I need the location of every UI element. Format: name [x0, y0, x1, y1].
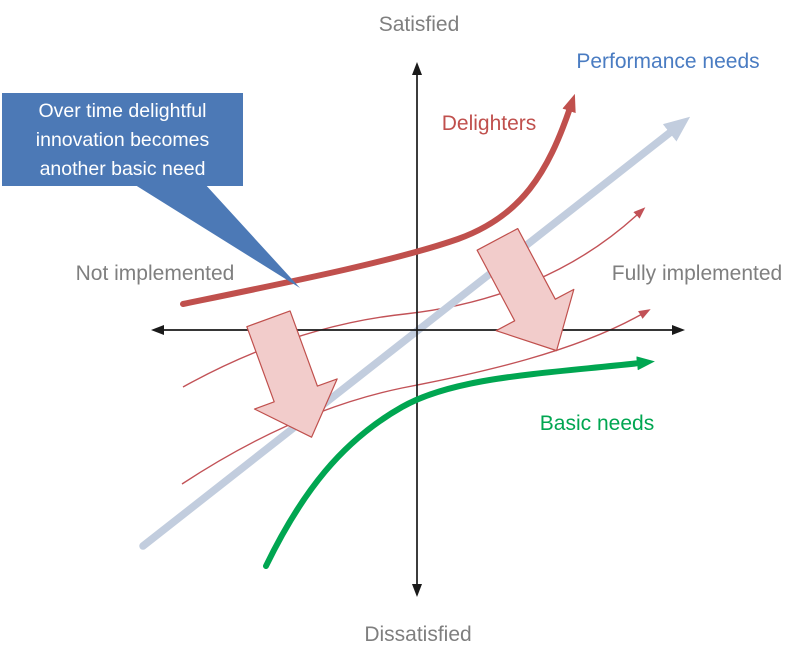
callout-pointer — [132, 183, 300, 288]
axis-label-satisfied: Satisfied — [378, 13, 460, 36]
drift-curve-upper — [182, 207, 646, 388]
drift-down-arrow-right-icon — [476, 227, 575, 352]
axis-label-fully-implemented: Fully implemented — [611, 262, 783, 285]
callout-text: Over time delightful innovation becomes … — [2, 97, 243, 184]
curve-label-delighters: Delighters — [441, 112, 537, 135]
curve-label-basic-needs: Basic needs — [539, 412, 655, 435]
callout-bubble — [2, 93, 243, 186]
basic-needs-curve — [263, 356, 655, 569]
curve-label-performance-needs: Performance needs — [576, 50, 760, 73]
drift-down-arrow-left-icon — [246, 310, 338, 438]
performance-needs-arrow — [139, 116, 691, 550]
axis-label-not-implemented: Not implemented — [75, 262, 235, 285]
callout-line-3: another basic need — [39, 158, 206, 180]
callout-line-1: Over time delightful — [38, 100, 207, 122]
drift-curve-lower — [181, 309, 651, 485]
delighters-curve — [180, 93, 576, 307]
axis-label-dissatisfied: Dissatisfied — [364, 623, 472, 646]
callout-line-2: innovation becomes — [35, 129, 210, 151]
